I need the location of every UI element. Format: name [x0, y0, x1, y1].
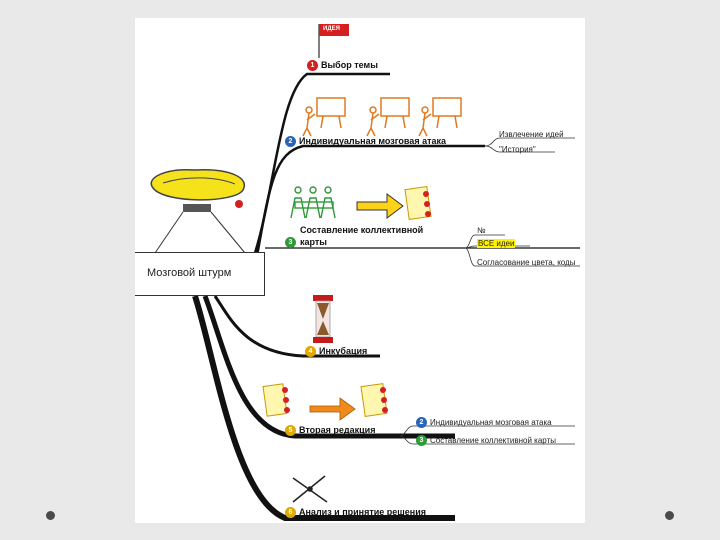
- arrow-right-icon: [356, 193, 404, 219]
- mind-map-connectors: [150, 24, 580, 521]
- group-people-icon: [290, 186, 336, 219]
- branch-3-sub-3[interactable]: Согласование цвета, коды: [477, 258, 576, 267]
- branch-2-number: 2: [285, 136, 296, 147]
- branch-4-label[interactable]: Инкубация: [319, 346, 368, 356]
- central-topic-node[interactable]: Мозговой штурм: [135, 252, 265, 296]
- branch-5-label[interactable]: Вторая редакция: [299, 425, 376, 435]
- people-easel-icon: [302, 97, 462, 137]
- branch-3-label[interactable]: Составление коллективной: [300, 225, 424, 235]
- arrow-right-icon-orange: [309, 397, 356, 421]
- document-list-icon-right: [360, 383, 388, 417]
- branch-4-line: [213, 295, 380, 358]
- branch-1-number: 1: [307, 60, 318, 71]
- branch-3-sub-1[interactable]: №: [477, 226, 486, 235]
- branch-2-line: [255, 144, 485, 257]
- crossed-tools-icon: [292, 475, 328, 503]
- document-list-icon: [404, 186, 432, 220]
- blimp-icon: [150, 169, 246, 254]
- branch-6-line: [192, 295, 455, 521]
- mind-map-canvas: ИДЕЯ Мозговой штурм 1 Выбор темы 2 Индив…: [135, 18, 585, 523]
- branch-5-sub-1[interactable]: Индивидуальная мозговая атака: [430, 418, 552, 427]
- branch-5-sub-2[interactable]: Составление коллективной карты: [430, 436, 556, 445]
- branch-6-number: 6: [285, 507, 296, 518]
- flag-label: ИДЕЯ: [323, 26, 340, 32]
- slide-bullet-left: [46, 511, 55, 520]
- central-topic-label: Мозговой штурм: [147, 267, 232, 279]
- branch-6-label[interactable]: Анализ и принятие решения: [299, 507, 427, 517]
- hourglass-icon: [313, 295, 333, 343]
- branch-2-label[interactable]: Индивидуальная мозговая атака: [299, 136, 446, 146]
- branch-5-line: [202, 295, 455, 439]
- branch-3-number: 3: [285, 237, 296, 248]
- branch-5-sub-1-number: 2: [416, 417, 427, 428]
- branch-5-sub-2-number: 3: [416, 435, 427, 446]
- branch-3-label-cont[interactable]: карты: [300, 237, 327, 247]
- branch-3-sub-2[interactable]: ВСЕ идеи: [477, 239, 516, 248]
- branch-2-sub-2[interactable]: "История": [499, 145, 536, 154]
- branch-5-number: 5: [285, 425, 296, 436]
- branch-2-sub-1[interactable]: Извлечение идей: [499, 130, 564, 139]
- branch-4-number: 4: [305, 346, 316, 357]
- branch-1-label[interactable]: Выбор темы: [321, 60, 378, 70]
- slide-bullet-right: [665, 511, 674, 520]
- flag-icon: [318, 24, 349, 58]
- document-list-icon-left: [262, 383, 290, 417]
